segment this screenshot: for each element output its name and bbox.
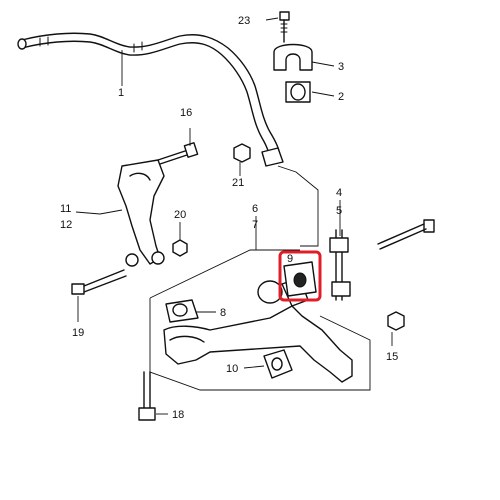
callout-19: 19 — [72, 327, 84, 339]
callout-4: 4 — [336, 187, 342, 199]
knuckle-11-12 — [117, 159, 165, 267]
bolt-19 — [71, 269, 127, 295]
bushing-2 — [285, 81, 311, 103]
callout-15: 15 — [386, 351, 398, 363]
bolt-upper-right — [377, 219, 435, 250]
callout-numbers: 23 3 2 1 16 21 4 5 6 7 11 12 20 9 8 19 1… — [60, 15, 398, 421]
nut-20 — [172, 239, 188, 257]
callout-7: 7 — [252, 219, 258, 231]
callout-6: 6 — [252, 203, 258, 215]
bolt-18 — [138, 371, 156, 421]
callout-10: 10 — [226, 363, 238, 375]
callout-12: 12 — [60, 219, 72, 231]
callout-18: 18 — [172, 409, 184, 421]
leader-lines — [75, 17, 393, 415]
nut-15 — [387, 311, 405, 331]
callout-1: 1 — [118, 87, 124, 99]
callout-8: 8 — [220, 307, 226, 319]
stabilizer-link-4-5 — [329, 229, 351, 301]
callout-11: 11 — [60, 203, 71, 215]
callout-23: 23 — [238, 15, 250, 27]
assembly-outline — [149, 165, 371, 391]
callout-3: 3 — [338, 61, 344, 73]
highlight-box-part-9 — [278, 250, 322, 302]
stabilizer-bar — [17, 32, 284, 167]
callout-21: 21 — [232, 177, 244, 189]
callout-16: 16 — [180, 107, 192, 119]
bushing-bracket-3 — [273, 43, 313, 71]
bushing-8 — [165, 299, 199, 323]
bushing-10 — [263, 349, 293, 379]
callout-5: 5 — [336, 205, 342, 217]
bolt-16 — [157, 142, 199, 165]
bolt-23 — [279, 11, 290, 43]
callout-9: 9 — [287, 253, 293, 265]
callout-20: 20 — [174, 209, 186, 221]
callout-2: 2 — [338, 91, 344, 103]
nut-21 — [233, 143, 251, 163]
bushing-9 — [283, 261, 317, 297]
